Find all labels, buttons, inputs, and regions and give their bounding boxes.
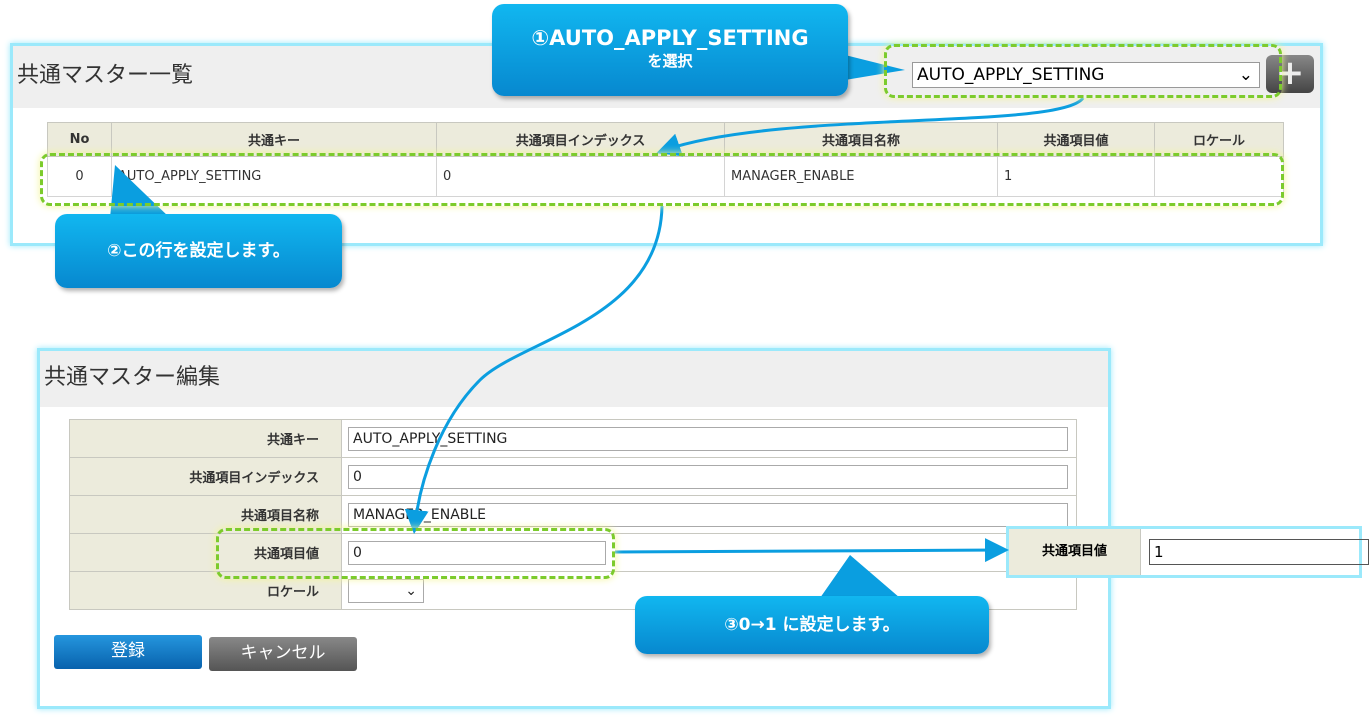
locale-select[interactable]: ⌄: [348, 578, 424, 603]
select-highlight: [884, 44, 1282, 98]
chevron-down-icon: ⌄: [1238, 65, 1253, 85]
col-name: 共通項目名称: [724, 122, 998, 157]
arrow-row-to-form: [404, 205, 664, 534]
arrow-value-to-inset: [614, 538, 1009, 563]
callout-1: ①AUTO_APPLY_SETTING を選択: [492, 4, 848, 96]
master-select[interactable]: AUTO_APPLY_SETTING ⌄: [912, 62, 1260, 88]
edit-title: 共通マスター編集: [40, 351, 1108, 407]
inset-label: 共通項目値: [1009, 529, 1141, 575]
chevron-down-icon: ⌄: [405, 582, 417, 599]
col-value: 共通項目値: [997, 122, 1155, 157]
register-button[interactable]: 登録: [54, 635, 202, 669]
value-input[interactable]: 0: [348, 540, 606, 565]
value-inset: 共通項目値 1: [1006, 526, 1369, 578]
row-highlight: [40, 153, 1284, 206]
key-input[interactable]: AUTO_APPLY_SETTING: [348, 426, 1068, 451]
table-row[interactable]: 0 AUTO_APPLY_SETTING 0 MANAGER_ENABLE 1: [47, 156, 1284, 197]
value-highlight: [216, 528, 615, 579]
col-key: 共通キー: [111, 122, 437, 157]
callout-2: ②この行を設定します。: [55, 214, 342, 288]
col-locale: ロケール: [1154, 122, 1284, 157]
index-input[interactable]: 0: [348, 464, 1068, 489]
cancel-button[interactable]: キャンセル: [209, 637, 357, 671]
arrow-select-to-row: [656, 96, 1085, 157]
callout3-pointer: [820, 555, 900, 598]
callout-3: ③0→1 に設定します。: [635, 596, 989, 654]
callout1-pointer: [845, 55, 905, 80]
col-no: No: [47, 122, 112, 157]
